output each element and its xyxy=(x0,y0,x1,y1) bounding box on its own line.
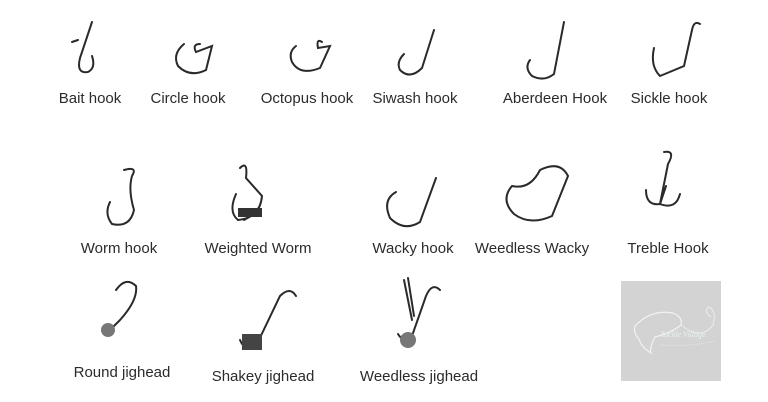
worm-hook-icon xyxy=(106,167,136,226)
hook-label: Weedless Wacky xyxy=(474,240,590,257)
hook-label: Wacky hook xyxy=(372,240,454,257)
hook-label: Round jighead xyxy=(73,364,171,381)
wacky-hook-icon xyxy=(386,177,437,228)
worm-weight-icon xyxy=(238,208,262,217)
octopus-hook-icon xyxy=(289,39,332,72)
jig-weight-icon xyxy=(101,323,115,337)
jig-weight-icon xyxy=(400,332,416,348)
treble-hook-icon xyxy=(645,150,681,207)
svg-text:Tackle Village: Tackle Village xyxy=(660,330,706,339)
hook-label: Sickle hook xyxy=(630,90,708,107)
jig-weight-icon xyxy=(242,334,262,350)
hook-label: Weedless jighead xyxy=(359,368,479,385)
hook-label: Shakey jighead xyxy=(211,368,315,385)
hook-label: Worm hook xyxy=(80,240,158,257)
tackle-village-logo: Tackle Village xyxy=(621,281,721,381)
aberdeen-hook-icon xyxy=(526,21,565,80)
hook-label: Circle hook xyxy=(150,90,226,107)
circle-hook-icon xyxy=(175,43,214,75)
siwash-hook-icon xyxy=(397,29,435,76)
hook-label: Aberdeen Hook xyxy=(502,90,608,107)
round-jighead-icon xyxy=(107,280,138,333)
hook-label: Bait hook xyxy=(58,90,122,107)
weedless-jighead-icon xyxy=(397,277,441,341)
weedless-wacky-hook-icon xyxy=(505,165,570,222)
hook-label: Treble Hook xyxy=(627,240,709,257)
hook-label: Siwash hook xyxy=(372,90,458,107)
sickle-hook-icon xyxy=(651,21,701,78)
hook-label: Weighted Worm xyxy=(204,240,312,257)
bait-hook-icon xyxy=(71,21,95,74)
fish-logo-icon: Tackle Village xyxy=(633,306,716,355)
hook-label: Octopus hook xyxy=(260,90,354,107)
